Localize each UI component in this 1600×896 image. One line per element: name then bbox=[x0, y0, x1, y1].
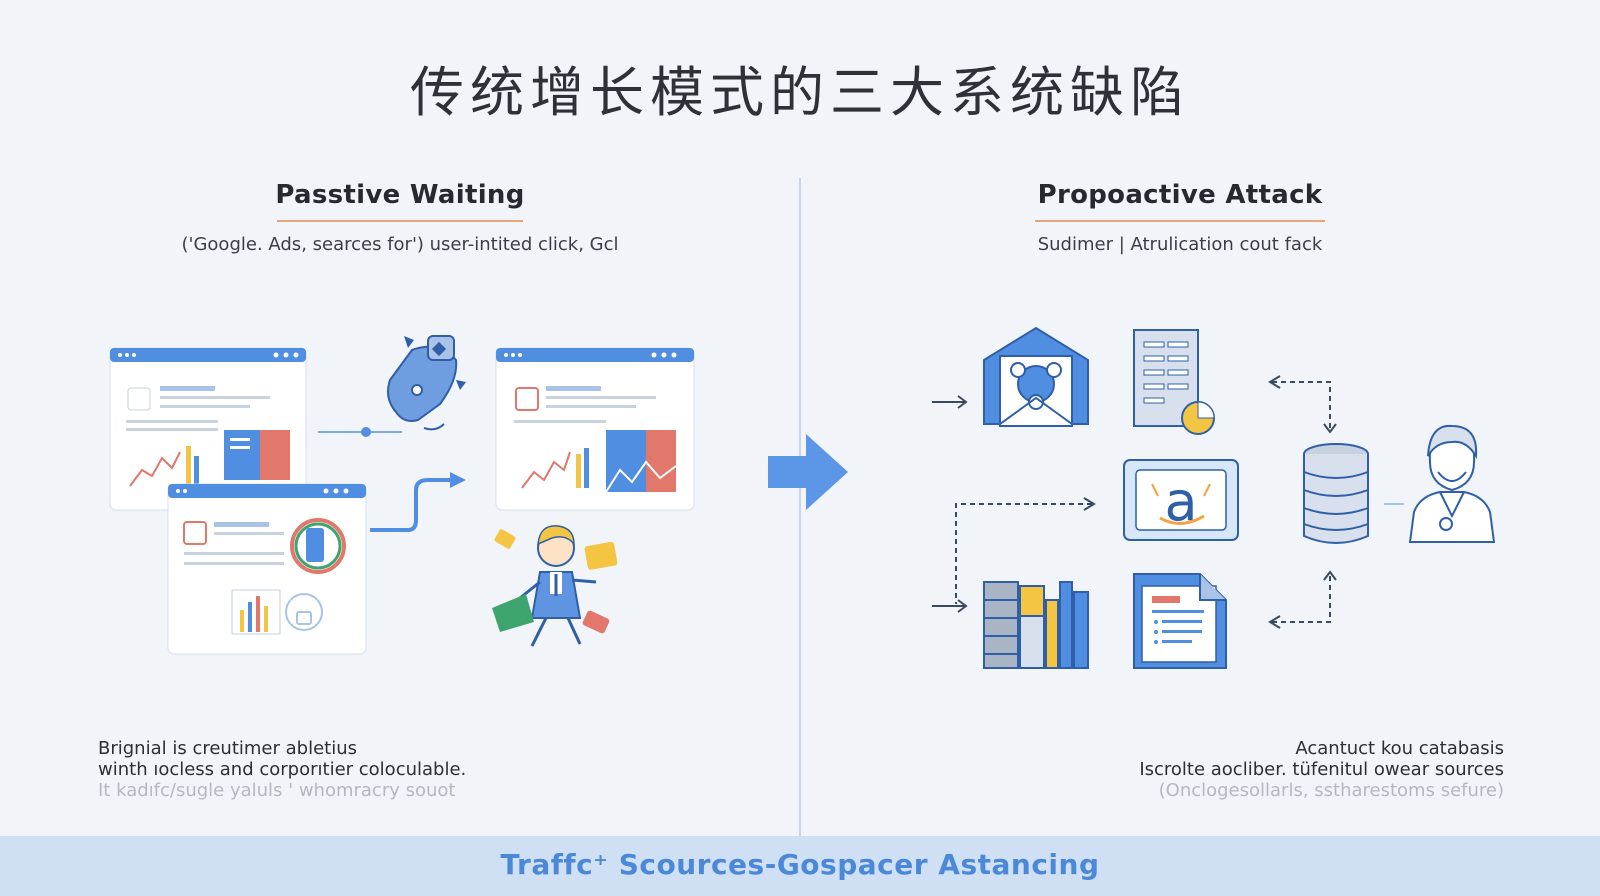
right-footer-line: (Onclogesollarls, sstharestoms sefure) bbox=[1158, 780, 1504, 801]
report-document-icon bbox=[1133, 573, 1227, 669]
connector-node bbox=[361, 427, 371, 437]
browser-window-icon bbox=[109, 347, 307, 511]
document-list-icon bbox=[1133, 329, 1215, 435]
bottom-banner: Traffc⁺ Scources-Gospacer Astancing bbox=[0, 836, 1600, 896]
bottom-banner-text: Traffc⁺ Scources-Gospacer Astancing bbox=[500, 848, 1100, 881]
right-heading: Propoactive Attack bbox=[1037, 180, 1323, 210]
center-divider bbox=[799, 178, 801, 838]
left-footer-text: Brignial is creutimer abletius winth ıoc… bbox=[98, 738, 466, 801]
left-column-header: Passtive Waiting ('Google. Ads, searces … bbox=[150, 180, 650, 255]
page-title: 传统增长模式的三大系统缺陷 bbox=[410, 61, 1190, 124]
amazon-logo-icon: a bbox=[1123, 459, 1239, 541]
left-footer-line: Brignial is creutimer abletius bbox=[98, 738, 357, 759]
person-walking-icon bbox=[492, 525, 618, 647]
left-subheading: ('Google. Ads, searces for') user-intite… bbox=[181, 234, 619, 255]
user-avatar-icon bbox=[1408, 424, 1496, 543]
mail-network-icon bbox=[983, 326, 1089, 427]
left-heading: Passtive Waiting bbox=[275, 180, 525, 210]
right-heading-underline bbox=[1035, 220, 1325, 222]
left-footer-line: winth ıocless and corporıtier coloculabl… bbox=[98, 759, 467, 780]
left-footer-line: It kadıfc/sugle yaluls ' whomracry souot bbox=[98, 780, 456, 801]
right-footer-line: Iscrolte aocliber. tüfenitul owear sourc… bbox=[1139, 759, 1504, 780]
right-arrow-icon bbox=[768, 434, 848, 510]
right-subheading: Sudimer | Atrulication cout fack bbox=[1037, 234, 1323, 255]
left-heading-underline bbox=[277, 220, 523, 222]
database-icon bbox=[1303, 443, 1369, 544]
browser-window-icon bbox=[495, 347, 695, 511]
right-footer-text: Acantuct kou catabasis Iscrolte aocliber… bbox=[1139, 738, 1504, 801]
browser-window-icon bbox=[167, 483, 367, 655]
flow-arrow bbox=[370, 478, 452, 532]
right-column-header: Propoactive Attack Sudimer | Atrulicatio… bbox=[960, 180, 1400, 255]
server-stack-icon bbox=[983, 581, 1089, 669]
location-pin-icon bbox=[387, 335, 466, 431]
right-footer-line: Acantuct kou catabasis bbox=[1295, 738, 1504, 759]
